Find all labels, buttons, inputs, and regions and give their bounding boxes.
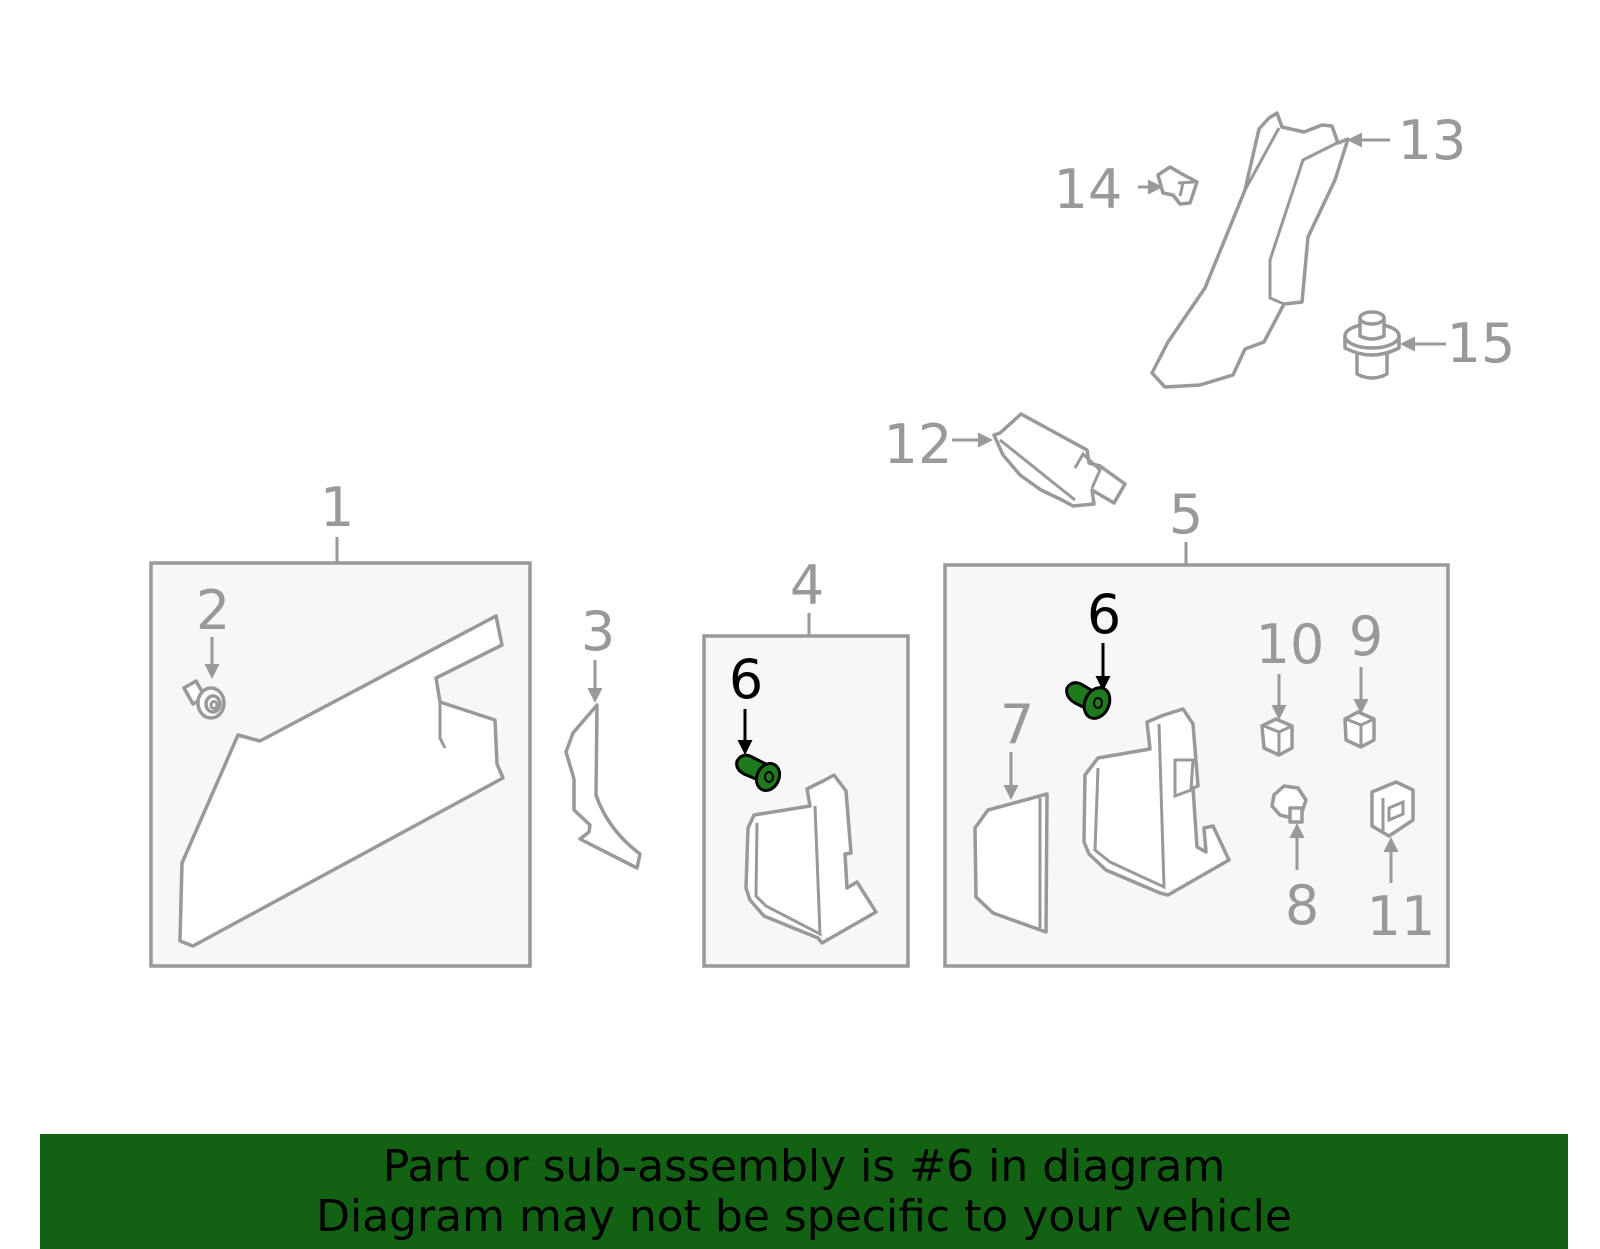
callout-6-b: 6 [1087,583,1121,646]
callout-3: 3 [581,600,615,663]
callout-11: 11 [1367,885,1436,948]
trim-bracket-12 [952,412,1127,508]
retainer-11 [1370,780,1415,883]
fastener-15 [1343,310,1446,380]
callout-9: 9 [1349,605,1383,668]
clip-9 [1343,667,1376,749]
cover-bracket-4 [744,773,878,945]
callout-4: 4 [790,554,824,617]
callout-5: 5 [1169,483,1203,546]
highlighted-bolt-6-a [735,709,782,793]
callout-13: 13 [1398,109,1467,172]
callout-14: 14 [1054,158,1123,221]
footer-line-2: Diagram may not be specific to your vehi… [316,1191,1292,1242]
footer-banner: Part or sub-assembly is #6 in diagram Di… [40,1134,1568,1249]
callout-8: 8 [1285,874,1319,937]
callout-1: 1 [320,476,354,539]
highlighted-bolt-6-b [1065,643,1112,720]
callout-7: 7 [1000,693,1034,756]
pillar-trim-strip [564,660,642,870]
clip-14 [1138,165,1199,206]
callout-12: 12 [884,413,953,476]
callout-15: 15 [1447,312,1516,375]
clip-8 [1270,784,1308,870]
clip-10 [1260,674,1294,757]
callout-10: 10 [1256,613,1325,676]
callout-2: 2 [196,579,230,642]
callout-6-a: 6 [729,648,763,711]
pillar-trim-13 [1150,111,1390,389]
trim-cover-7 [973,752,1049,934]
push-clip [182,637,226,720]
cover-bracket-5 [1082,707,1231,897]
footer-line-1: Part or sub-assembly is #6 in diagram [382,1141,1226,1192]
